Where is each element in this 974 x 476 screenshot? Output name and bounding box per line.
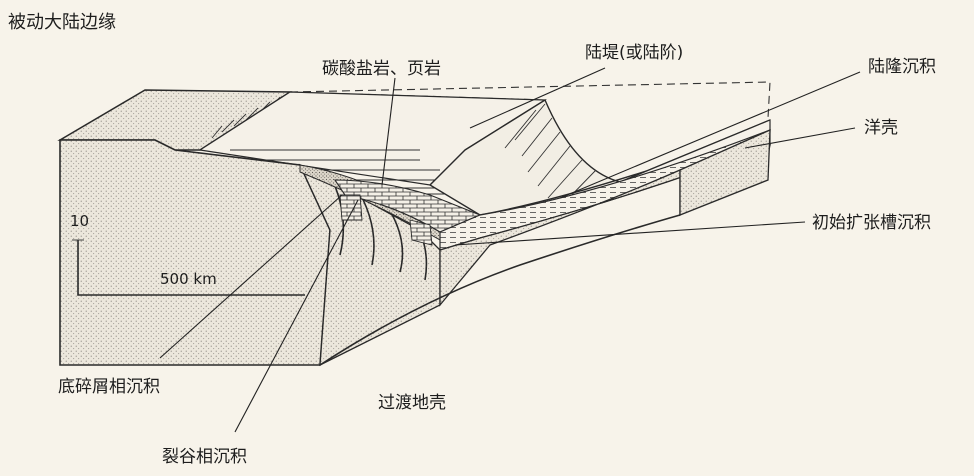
diagram-title: 被动大陆边缘 [8,12,116,33]
label-oceanic-crust: 洋壳 [864,118,898,138]
label-continental-rise: 陆隆沉积 [868,57,936,77]
continental-crust-front [60,140,330,365]
label-transitional-crust: 过渡地壳 [378,393,446,413]
label-basal-clastic: 底碎屑相沉积 [58,377,160,397]
label-continental-slope: 陆堤(或陆阶) [585,43,683,63]
scale-horizontal-label: 500 km [160,270,217,288]
label-carbonate-shale: 碳酸盐岩、页岩 [322,59,441,79]
label-initial-rift-trough: 初始扩张槽沉积 [812,213,931,233]
label-rift-valley: 裂谷相沉积 [162,447,247,467]
scale-vertical-label: 10 [70,212,89,230]
